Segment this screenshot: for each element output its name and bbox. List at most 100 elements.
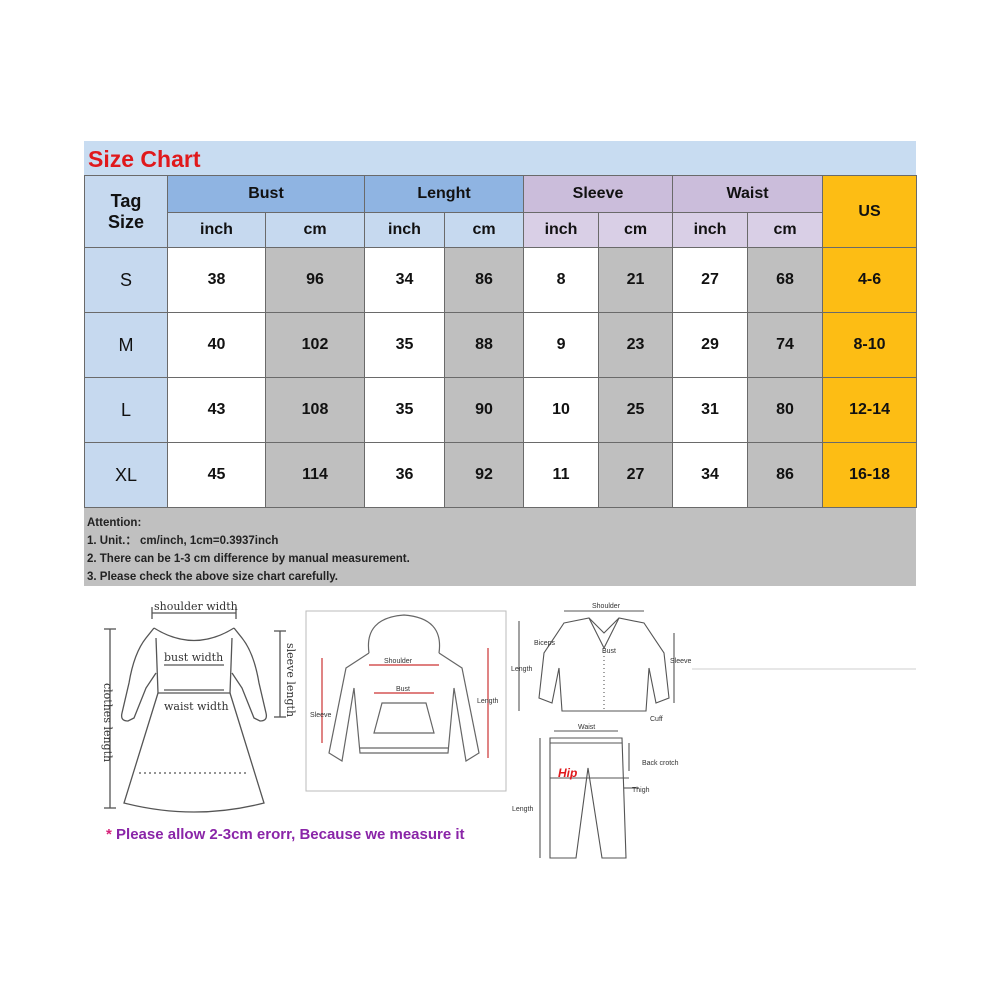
value-cell: 86 [747,442,824,508]
tag-size-header: Tag Size [84,175,168,248]
size-cell: S [84,247,168,313]
value-cell: 92 [443,442,525,508]
dress-illustration [104,607,286,813]
value-cell: 90 [443,377,525,443]
us-size-cell: 12-14 [822,377,918,443]
value-cell: 11 [523,442,600,508]
size-header-line: Size [107,211,145,232]
value-cell: 25 [598,377,674,443]
value-cell: 102 [265,312,365,378]
value-cell: 29 [672,312,749,378]
size-chart-sheet: Size Chart Tag Size Bust Lenght Sleeve W… [84,141,918,586]
unit-header: cm [265,212,365,248]
value-cell: 38 [167,247,266,313]
table-row: XL 45 114 36 92 11 27 34 86 16-18 [84,442,918,508]
blouse-illustration [518,610,675,712]
dress-waist-label: waist width [164,700,229,713]
value-cell: 9 [523,312,600,378]
pants-illustration [539,730,639,859]
value-cell: 45 [167,442,266,508]
attention-line: 3. Please check the above size chart car… [87,571,339,583]
value-cell: 96 [265,247,365,313]
value-cell: 8 [523,247,600,313]
title-bar: Size Chart [84,141,916,175]
pants-length-label: Length [512,806,534,813]
hoodie-panel [305,610,507,792]
unit-header: inch [523,212,600,248]
attention-line: 1. Unit.： cm/inch, 1cm=0.3937inch [87,535,279,547]
length-header: Lenght [363,175,525,213]
unit-header: inch [672,212,749,248]
waist-header: Waist [672,175,824,213]
value-cell: 74 [747,312,824,378]
value-cell: 80 [747,377,824,443]
value-cell: 88 [443,312,525,378]
unit-header: inch [167,212,266,248]
hoodie-illustration [321,614,489,762]
unit-header: cm [443,212,525,248]
value-cell: 21 [598,247,674,313]
size-chart-title: Size Chart [88,146,201,172]
value-cell: 34 [672,442,749,508]
value-cell: 43 [167,377,266,443]
blouse-sleeve-label: Sleeve [670,658,692,665]
sleeve-header: Sleeve [523,175,674,213]
hoodie-sleeve-label: Sleeve [310,712,332,719]
pants-waist-label: Waist [578,724,595,731]
blouse-length-label: Length [511,666,533,673]
note-text: Please allow 2-3cm erorr, Because we mea… [116,826,465,843]
hoodie-length-label: Length [477,698,499,705]
dress-shoulder-label: shoulder width [154,600,238,613]
value-cell: 35 [364,312,445,378]
dress-bust-label: bust width [164,651,223,664]
size-table: Tag Size Bust Lenght Sleeve Waist US inc… [84,175,918,508]
table-row: S 38 96 34 86 8 21 27 68 4-6 [84,247,918,313]
us-size-cell: 8-10 [822,312,918,378]
blouse-shoulder-label: Shoulder [592,603,621,610]
hoodie-bust-label: Bust [396,686,410,693]
value-cell: 40 [167,312,266,378]
us-size-cell: 16-18 [822,442,918,508]
unit-header-row: inch cm inch cm inch cm inch cm [85,212,917,248]
value-cell: 23 [598,312,674,378]
value-cell: 86 [443,247,525,313]
garment-illustrations: shoulder width bust width waist width sl… [101,600,916,859]
tag-header-line: Tag [110,190,142,211]
size-cell: XL [84,442,168,508]
table-row: L 43 108 35 90 10 25 31 80 12-14 [84,377,918,443]
note-star: * [106,826,112,843]
measurement-note: * Please allow 2-3cm erorr, Because we m… [106,826,465,843]
value-cell: 27 [672,247,749,313]
attention-heading: Attention: [87,517,142,529]
blouse-cuff-label: Cuff [650,716,663,723]
blouse-biceps-label: Biceps [534,640,556,647]
dress-length-label: clothes length [101,683,114,762]
unit-header: cm [747,212,824,248]
value-cell: 68 [747,247,824,313]
value-cell: 27 [598,442,674,508]
value-cell: 36 [364,442,445,508]
group-header-row: Tag Size Bust Lenght Sleeve Waist US [84,175,918,248]
value-cell: 108 [265,377,365,443]
dress-sleeve-label: sleeve length [284,643,297,717]
us-size-cell: 4-6 [822,247,918,313]
size-cell: L [84,377,168,443]
value-cell: 34 [364,247,445,313]
us-header: US [822,175,918,248]
pants-hip-label: Hip [558,766,578,780]
hoodie-shoulder-label: Shoulder [384,658,413,665]
measurement-diagrams: shoulder width bust width waist width sl… [84,593,916,861]
unit-header: cm [598,212,674,248]
value-cell: 35 [364,377,445,443]
unit-header: inch [364,212,445,248]
pants-thigh-label: Thigh [632,787,650,794]
attention-box: Attention: 1. Unit.： cm/inch, 1cm=0.3937… [84,508,916,586]
table-row: M 40 102 35 88 9 23 29 74 8-10 [84,312,918,378]
attention-line: 2. There can be 1-3 cm difference by man… [87,553,410,565]
value-cell: 114 [265,442,365,508]
size-cell: M [84,312,168,378]
value-cell: 10 [523,377,600,443]
value-cell: 31 [672,377,749,443]
bust-header: Bust [167,175,365,213]
blouse-bust-label: Bust [602,648,616,655]
